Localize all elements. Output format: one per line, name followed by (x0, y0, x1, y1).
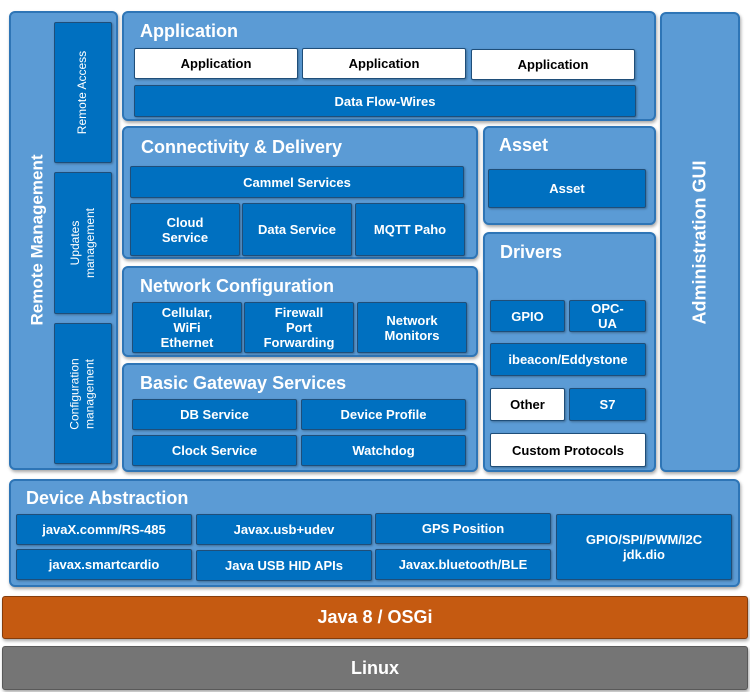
data-flow-wires-box: Data Flow-Wires (134, 85, 636, 117)
administration-gui-panel: Administration GUI (660, 12, 740, 472)
application-box-3: Application (471, 49, 635, 80)
java-osgi-layer: Java 8 / OSGi (2, 596, 748, 639)
java-usb-hid-box: Java USB HID APIs (196, 550, 372, 581)
network-configuration-title: Network Configuration (140, 276, 334, 296)
administration-gui-title: Administration GUI (689, 159, 710, 325)
custom-protocols-box: Custom Protocols (490, 433, 646, 467)
basic-gateway-services-title: Basic Gateway Services (140, 373, 347, 393)
configuration-management-box: Configuration management (54, 323, 112, 464)
linux-layer: Linux (2, 646, 748, 690)
cammel-services-box: Cammel Services (130, 166, 464, 198)
db-service-box: DB Service (132, 399, 297, 430)
clock-service-box: Clock Service (132, 435, 297, 466)
opc-ua-box: OPC- UA (569, 300, 646, 332)
javax-bluetooth-box: Javax.bluetooth/BLE (375, 549, 551, 580)
device-profile-box: Device Profile (301, 399, 466, 430)
connectivity-title: Connectivity & Delivery (141, 137, 343, 157)
cloud-service-box: Cloud Service (130, 203, 240, 256)
mqtt-paho-box: MQTT Paho (355, 203, 465, 256)
firewall-port-forwarding-box: Firewall Port Forwarding (244, 302, 354, 353)
updates-management-box: Updates management (54, 172, 112, 314)
application-box-2: Application (302, 48, 466, 79)
remote-management-title: Remote Management (27, 154, 47, 326)
cellular-wifi-ethernet-box: Cellular, WiFi Ethernet (132, 302, 242, 353)
data-service-box: Data Service (242, 203, 352, 256)
gpio-spi-box: GPIO/SPI/PWM/I2C jdk.dio (556, 514, 732, 580)
drivers-title: Drivers (500, 242, 563, 262)
javax-comm-box: javaX.comm/RS-485 (16, 514, 192, 545)
s7-box: S7 (569, 388, 646, 421)
watchdog-box: Watchdog (301, 435, 466, 466)
asset-box: Asset (488, 169, 646, 208)
network-monitors-box: Network Monitors (357, 302, 467, 353)
ibeacon-eddystone-box: ibeacon/Eddystone (490, 343, 646, 376)
gps-position-box: GPS Position (375, 513, 551, 544)
remote-access-box: Remote Access (54, 22, 112, 163)
asset-title: Asset (499, 135, 549, 155)
device-abstraction-title: Device Abstraction (26, 488, 189, 508)
other-box: Other (490, 388, 565, 421)
application-title: Application (140, 21, 238, 41)
gpio-box: GPIO (490, 300, 565, 332)
javax-usb-box: Javax.usb+udev (196, 514, 372, 545)
application-box-1: Application (134, 48, 298, 79)
javax-smartcardio-box: javax.smartcardio (16, 549, 192, 580)
